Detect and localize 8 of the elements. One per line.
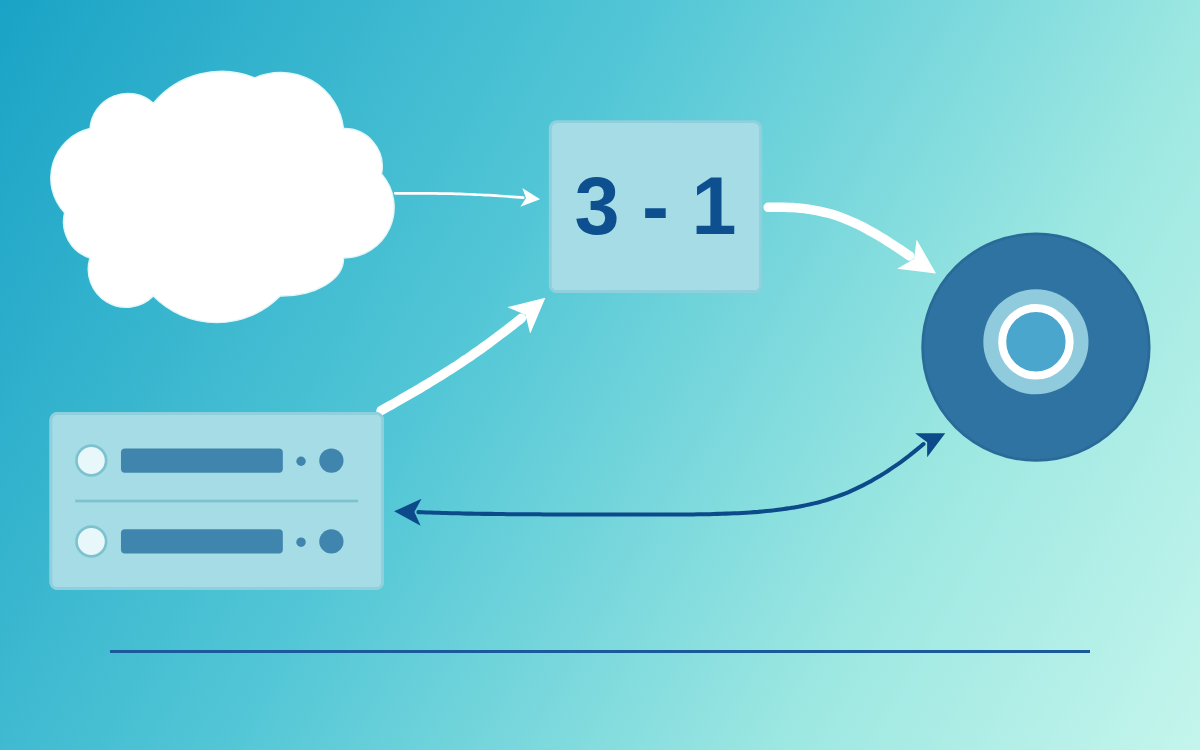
server-rack: [49, 412, 384, 591]
curved-arrow: [394, 433, 946, 526]
cloud: [50, 70, 395, 324]
arrow: [376, 297, 546, 416]
arrow: [393, 188, 541, 207]
arrow: [763, 202, 936, 274]
disk: [921, 232, 1151, 462]
number-panel: 3 - 1: [548, 120, 763, 294]
